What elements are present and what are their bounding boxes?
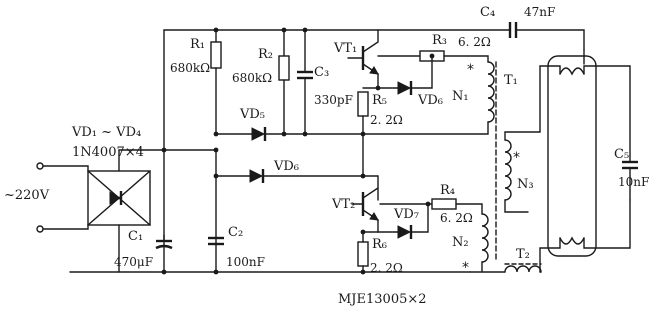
fluorescent-lamp [539, 49, 631, 273]
diode-vd6-top: VD₆ [377, 53, 443, 108]
c2-value: 100nF [226, 255, 265, 269]
capacitor-c4: C₄ 47nF [480, 5, 585, 51]
c4-label: C₄ [480, 5, 495, 20]
choke-t2: T₂ [469, 247, 542, 273]
n3-label: N₃ [517, 177, 534, 192]
c4-value: 47nF [524, 5, 555, 19]
resistor-r1: R₁ 680kΩ [170, 29, 222, 137]
c1-label: C₁ [128, 229, 143, 244]
vt1-label: VT₁ [333, 41, 357, 56]
r2-value: 680kΩ [232, 71, 272, 85]
c3-label: C₃ [314, 65, 329, 80]
vd6-top-label: VD₆ [417, 93, 443, 108]
capacitor-c1: C₁ 470μF [114, 229, 173, 269]
vd6-label: VD₆ [273, 159, 299, 174]
c1-value: 470μF [114, 255, 153, 269]
transistor-vt2: VT₂ [331, 173, 379, 233]
capacitor-c2: C₂ 100nF [208, 225, 265, 269]
r5-label: R₅ [372, 93, 387, 108]
resistor-r5: R₅ 2. 2Ω [357, 87, 403, 177]
r6-label: R₆ [372, 237, 387, 252]
diode-vd5: VD₅ [215, 107, 364, 141]
vt2-label: VT₂ [331, 197, 355, 212]
winding-n1: * N₁ T₁ [360, 61, 518, 137]
t1-label: T₁ [504, 73, 518, 88]
transistor-vt1: VT₁ [333, 29, 381, 91]
vd7-label: VD₇ [393, 207, 419, 222]
r3-value: 6. 2Ω [458, 35, 491, 49]
vd5-label: VD₅ [239, 107, 265, 122]
bridge-label: VD₁ ~ VD₄ [71, 125, 141, 140]
n1-star: * [467, 62, 474, 78]
r1-label: R₁ [190, 37, 205, 52]
resistor-r6: R₆ 2. 2Ω [357, 229, 403, 275]
n1-label: N₁ [452, 89, 469, 104]
diode-vd6-lower: VD₆ [163, 147, 364, 273]
r2-label: R₂ [258, 47, 273, 62]
resistor-r3: R₃ 6. 2Ω [362, 33, 491, 63]
resistor-r4: R₄ 6. 2Ω [377, 183, 483, 225]
r5-value: 2. 2Ω [370, 113, 403, 127]
r4-label: R₄ [440, 183, 455, 198]
capacitor-c5: C₅ 10nF [614, 147, 649, 201]
winding-n3: * N₃ [504, 131, 541, 213]
c2-label: C₂ [228, 225, 243, 240]
r1-value: 680kΩ [170, 61, 210, 75]
n2-star: * [462, 260, 469, 276]
mains-label: ~220V [4, 188, 50, 203]
transistor-type: MJE13005×2 [338, 292, 427, 307]
c3-value: 330pF [314, 93, 353, 107]
mains-input [36, 162, 89, 233]
r6-value: 2. 2Ω [370, 261, 403, 275]
t2-label: T₂ [516, 247, 530, 262]
r3-label: R₃ [432, 33, 447, 48]
c5-label: C₅ [614, 147, 629, 162]
c5-value: 10nF [618, 175, 649, 189]
n3-star: * [513, 150, 520, 166]
bridge-rectifier [87, 149, 165, 273]
r4-value: 6. 2Ω [440, 211, 473, 225]
bridge-type: 1N4007×4 [72, 145, 144, 160]
winding-n2: N₂ * [452, 213, 489, 276]
n2-label: N₂ [452, 235, 469, 250]
diode-vd7: VD₇ [377, 201, 431, 239]
capacitor-c3: C₃ 330pF [297, 29, 353, 137]
